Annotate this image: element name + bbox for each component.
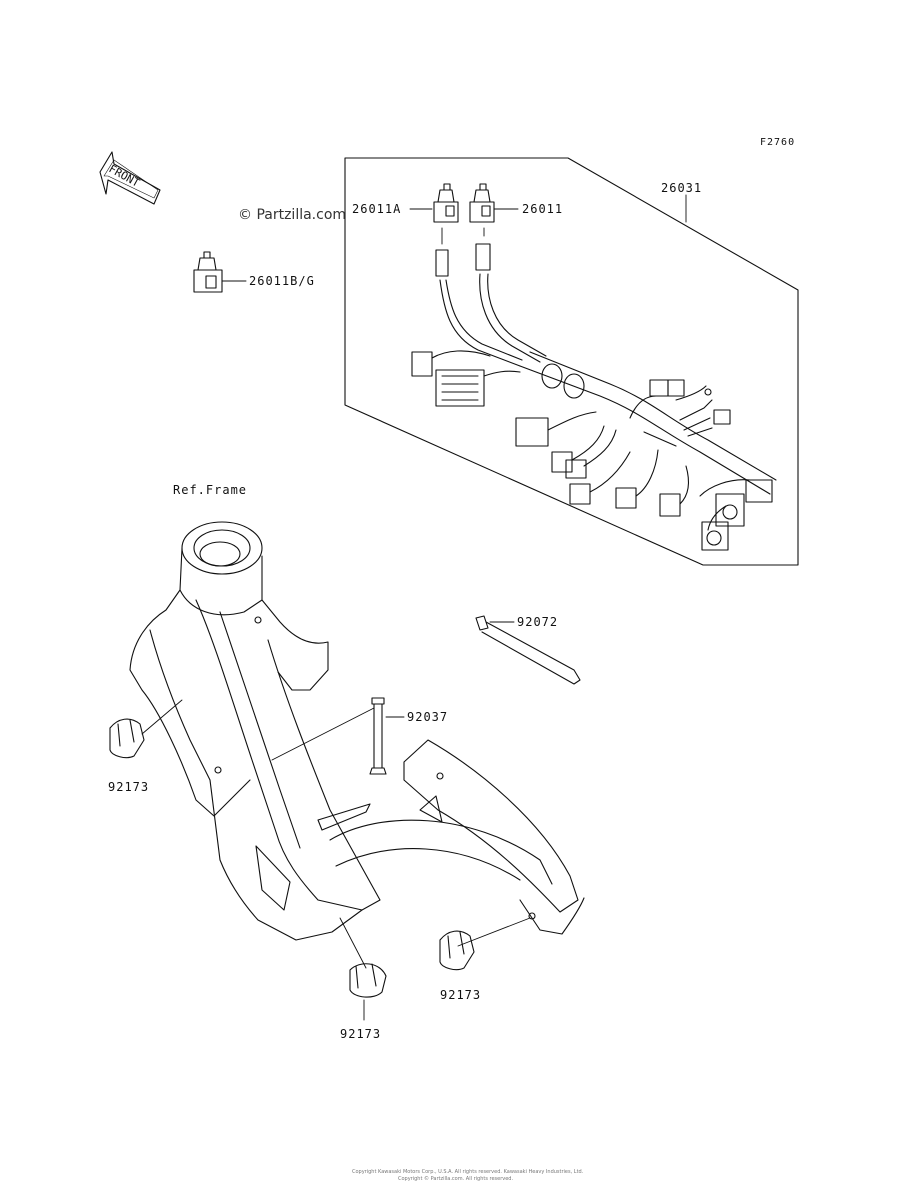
clamp-92173-left-icon: [109, 718, 145, 759]
part-label-26011bg: 26011B/G: [249, 274, 315, 288]
front-label: FRONT: [107, 162, 143, 190]
clamp-92173-right-icon: [439, 930, 475, 971]
footer-copyright: Copyright Kawasaki Motors Corp., U.S.A. …: [352, 1169, 584, 1175]
part-label-92173-right: 92173: [440, 988, 482, 1002]
connector-26011-icon: [469, 183, 495, 223]
part-label-26031: 26031: [661, 181, 703, 195]
front-arrow-icon: [99, 151, 161, 205]
connector-26011bg-icon: [193, 251, 223, 293]
part-label-26011a: 26011A: [352, 202, 402, 216]
connector-26011a-icon: [433, 183, 459, 223]
band-92072-icon: [475, 615, 581, 685]
harness-kit-outline: [344, 157, 799, 566]
ref-frame-label: Ref.Frame: [173, 483, 248, 497]
part-label-92173-bottom: 92173: [340, 1027, 382, 1041]
part-label-92037: 92037: [407, 710, 449, 724]
footer-copyright-2: Copyright © Partzilla.com. All rights re…: [398, 1176, 514, 1182]
part-label-26011: 26011: [522, 202, 564, 216]
figure-code: F2760: [760, 137, 796, 148]
wiring-harness-icon: [411, 243, 777, 551]
strap-92037-icon: [369, 697, 387, 775]
watermark: © Partzilla.com: [238, 207, 347, 223]
frame-icon: [129, 521, 585, 941]
part-label-92072: 92072: [517, 615, 559, 629]
part-label-92173-left: 92173: [108, 780, 150, 794]
clamp-92173-bottom-icon: [349, 963, 387, 998]
